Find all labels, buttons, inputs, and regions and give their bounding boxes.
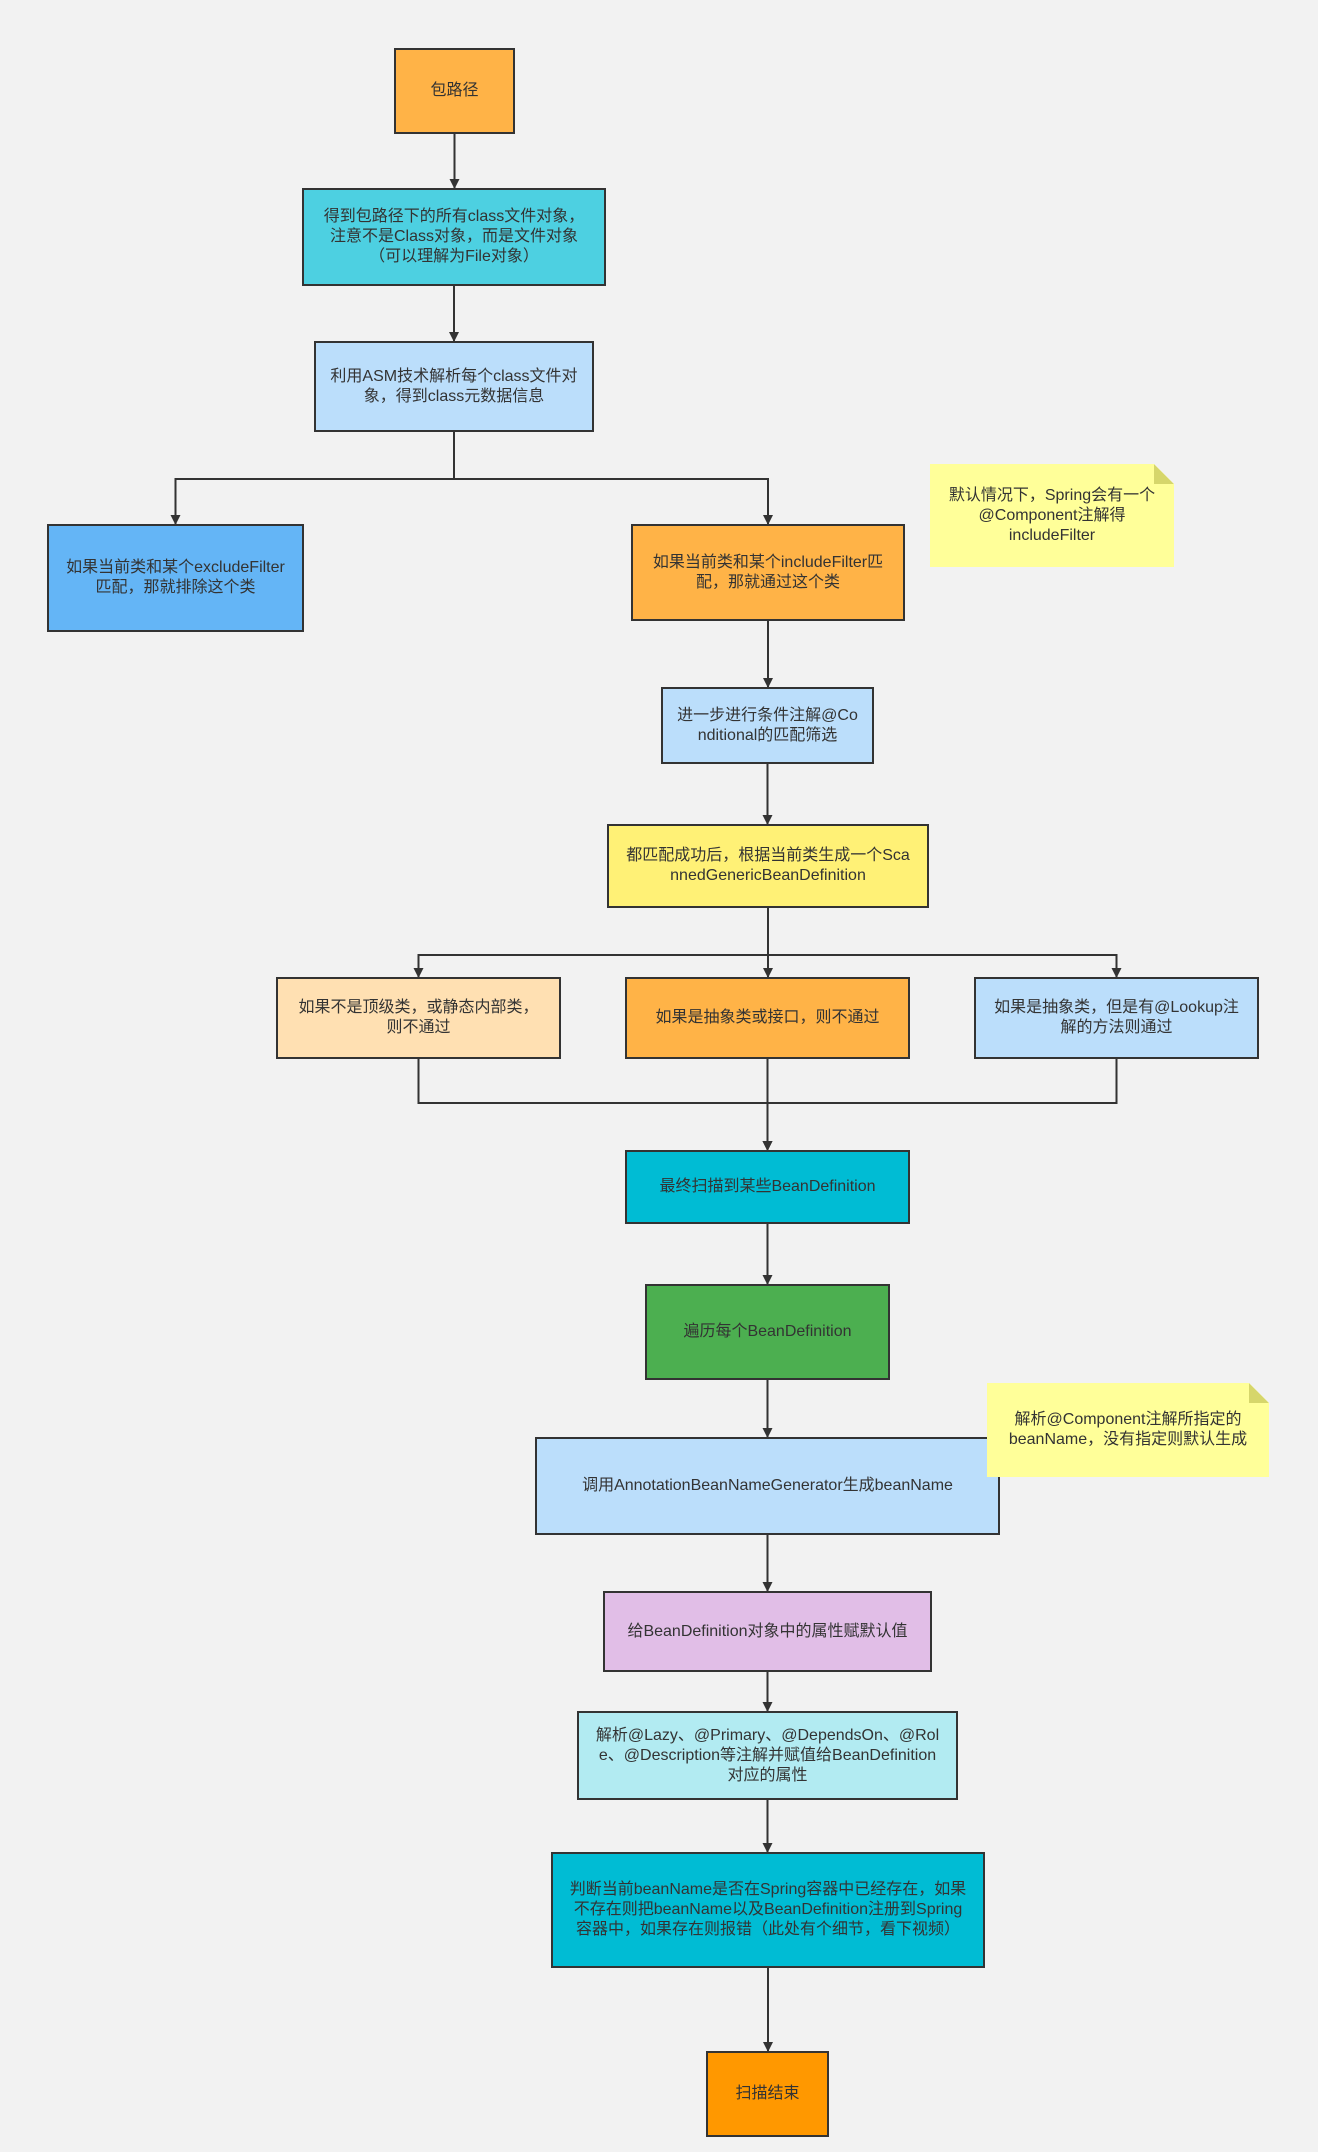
edge-n8-n11 [417,1059,773,1151]
note-default-include-filter: 默认情况下，Spring会有一个@Component注解得includeFilt… [930,464,1174,567]
edge-n3-n5 [453,432,773,525]
node-set-defaults: 给BeanDefinition对象中的属性赋默认值 [603,1591,932,1672]
node-scan-end: 扫描结束 [706,2051,829,2137]
node-abstract-with-lookup: 如果是抽象类，但是有@Lookup注解的方法则通过 [974,977,1259,1059]
note-text: 解析@Component注解所指定的beanName，没有指定则默认生成 [1008,1411,1248,1448]
node-abstract-or-interface: 如果是抽象类或接口，则不通过 [625,977,910,1059]
node-register-bean: 判断当前beanName是否在Spring容器中已经存在，如果不存在则把bean… [551,1852,985,1968]
edge-n7-n8 [413,908,769,978]
node-asm-parse: 利用ASM技术解析每个class文件对象，得到class元数据信息 [314,341,594,432]
node-conditional-filter: 进一步进行条件注解@Conditional的匹配筛选 [661,687,874,764]
edge-n10-n11 [762,1059,1118,1151]
node-generate-bean-name: 调用AnnotationBeanNameGenerator生成beanName [535,1437,1000,1535]
edge-n7-n10 [767,908,1122,978]
node-iterate-definitions: 遍历每个BeanDefinition [645,1284,890,1380]
node-final-bean-definitions: 最终扫描到某些BeanDefinition [625,1150,910,1224]
node-exclude-filter: 如果当前类和某个excludeFilter匹配，那就排除这个类 [47,524,304,632]
node-not-top-level: 如果不是顶级类，或静态内部类，则不通过 [276,977,561,1059]
node-package-path: 包路径 [394,48,515,134]
node-create-scanned-definition: 都匹配成功后，根据当前类生成一个ScannedGenericBeanDefini… [607,824,929,908]
node-parse-annotations: 解析@Lazy、@Primary、@DependsOn、@Role、@Descr… [577,1711,958,1800]
node-include-filter: 如果当前类和某个includeFilter匹配，那就通过这个类 [631,524,905,621]
note-bean-name-resolution: 解析@Component注解所指定的beanName，没有指定则默认生成 [987,1383,1269,1477]
node-get-class-files: 得到包路径下的所有class文件对象，注意不是Class对象，而是文件对象（可以… [302,188,606,286]
note-text: 默认情况下，Spring会有一个@Component注解得includeFilt… [948,486,1156,544]
edge-n3-n4 [170,432,455,525]
